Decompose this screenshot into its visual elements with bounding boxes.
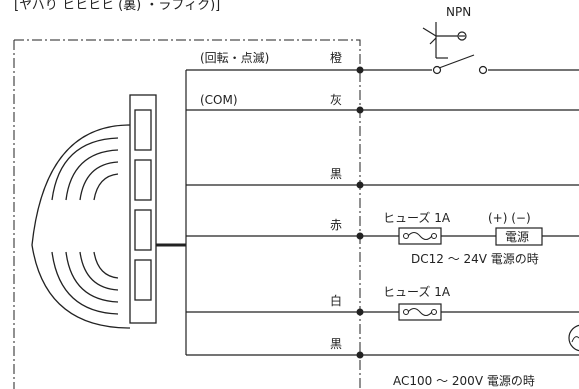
switch-icon (432, 54, 488, 76)
wire-bundle (185, 69, 579, 356)
dc-polarity-label: (+) (−) (488, 211, 531, 225)
wire-color-black-1: 黒 (330, 167, 342, 181)
dc-fuse-label: ヒューズ 1A (383, 210, 451, 225)
dc-caption: DC12 〜 24V 電源の時 (411, 252, 539, 266)
transistor-label: NPN (446, 5, 471, 19)
wire-color-white: 白 (330, 293, 342, 308)
ac-fuse-icon (398, 303, 442, 321)
wire-color-black-2: 黒 (330, 337, 342, 351)
unit-boundary (13, 39, 361, 389)
ac-fuse-label: ヒューズ 1A (383, 284, 451, 299)
npn-transistor-icon (422, 22, 467, 59)
wire-label-com: (COM) (200, 93, 238, 107)
wire-label-rotate-blink: (回転・点滅) (200, 51, 269, 65)
wire-color-gray: 灰 (330, 93, 342, 107)
ac-caption: AC100 〜 200V 電源の時 (393, 374, 535, 388)
dc-power-box (495, 227, 543, 246)
dc-power-label: 電源 (505, 230, 529, 244)
terminal-dots (356, 66, 364, 359)
wire-color-orange: 橙 (330, 50, 342, 65)
dc-fuse-icon (398, 227, 442, 245)
rotating-lamp-icon (31, 94, 186, 329)
wire-color-red: 赤 (330, 218, 342, 232)
diagram-heading: [ヤハり ヒヒヒヒ (裏) ・ラフィク)] (14, 0, 220, 13)
ac-source-icon (568, 324, 579, 352)
